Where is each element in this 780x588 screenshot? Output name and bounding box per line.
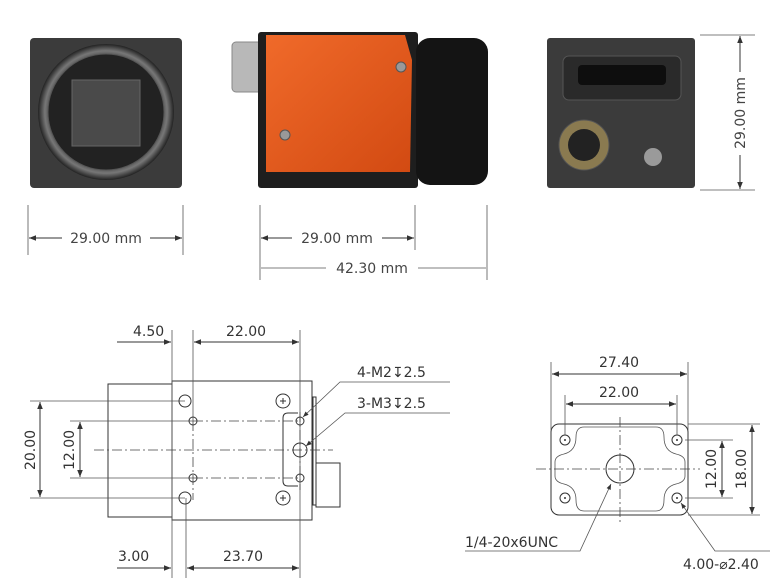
dim-12-00-bottom: 12.00 xyxy=(704,449,720,489)
callout-tripod: 1/4-20x6UNC xyxy=(465,535,558,551)
side-technical-drawing: 4.50 22.00 3.00 23.70 20.00 12.00 4-M2↧2… xyxy=(23,324,450,578)
dim-22-00-bottom: 22.00 xyxy=(599,385,639,401)
tripod-hole xyxy=(605,454,635,484)
dim-20-00: 20.00 xyxy=(23,430,39,470)
screw-icon xyxy=(275,393,291,409)
dim-3-00: 3.00 xyxy=(118,549,149,565)
side-total-length-label: 42.30 mm xyxy=(336,261,408,277)
m3-hole xyxy=(292,442,308,458)
side-view-photo xyxy=(231,32,488,188)
callout-m2: 4-M2↧2.5 xyxy=(357,365,426,381)
callout-holes: 4.00-⌀2.40 xyxy=(683,557,759,573)
bottom-technical-drawing: 27.40 22.00 12.00 18.00 1/4-20x6UNC 4.00… xyxy=(465,355,770,573)
status-led xyxy=(644,148,662,166)
dim-12-00: 12.00 xyxy=(62,430,78,470)
back-height-dimension: 29.00 mm xyxy=(700,34,755,191)
dim-23-70: 23.70 xyxy=(223,549,263,565)
callout-m3: 3-M3↧2.5 xyxy=(357,396,426,412)
back-height-label: 29.00 mm xyxy=(733,77,749,149)
screw-icon xyxy=(395,61,407,73)
front-width-dimension: 29.00 mm xyxy=(27,205,184,255)
front-width-label: 29.00 mm xyxy=(70,231,142,247)
front-view-photo xyxy=(30,38,182,188)
dim-22-00: 22.00 xyxy=(226,324,266,340)
mount-holes xyxy=(559,434,683,504)
side-length-dimensions: 29.00 mm 42.30 mm xyxy=(259,205,488,280)
sensor xyxy=(71,79,141,147)
dim-27-40: 27.40 xyxy=(599,355,639,371)
back-view-photo xyxy=(547,38,695,188)
screw-icon xyxy=(279,129,291,141)
side-body-length-label: 29.00 mm xyxy=(301,231,373,247)
dim-18-00: 18.00 xyxy=(734,449,750,489)
screw-icon xyxy=(275,490,291,506)
dim-4-50: 4.50 xyxy=(133,324,164,340)
